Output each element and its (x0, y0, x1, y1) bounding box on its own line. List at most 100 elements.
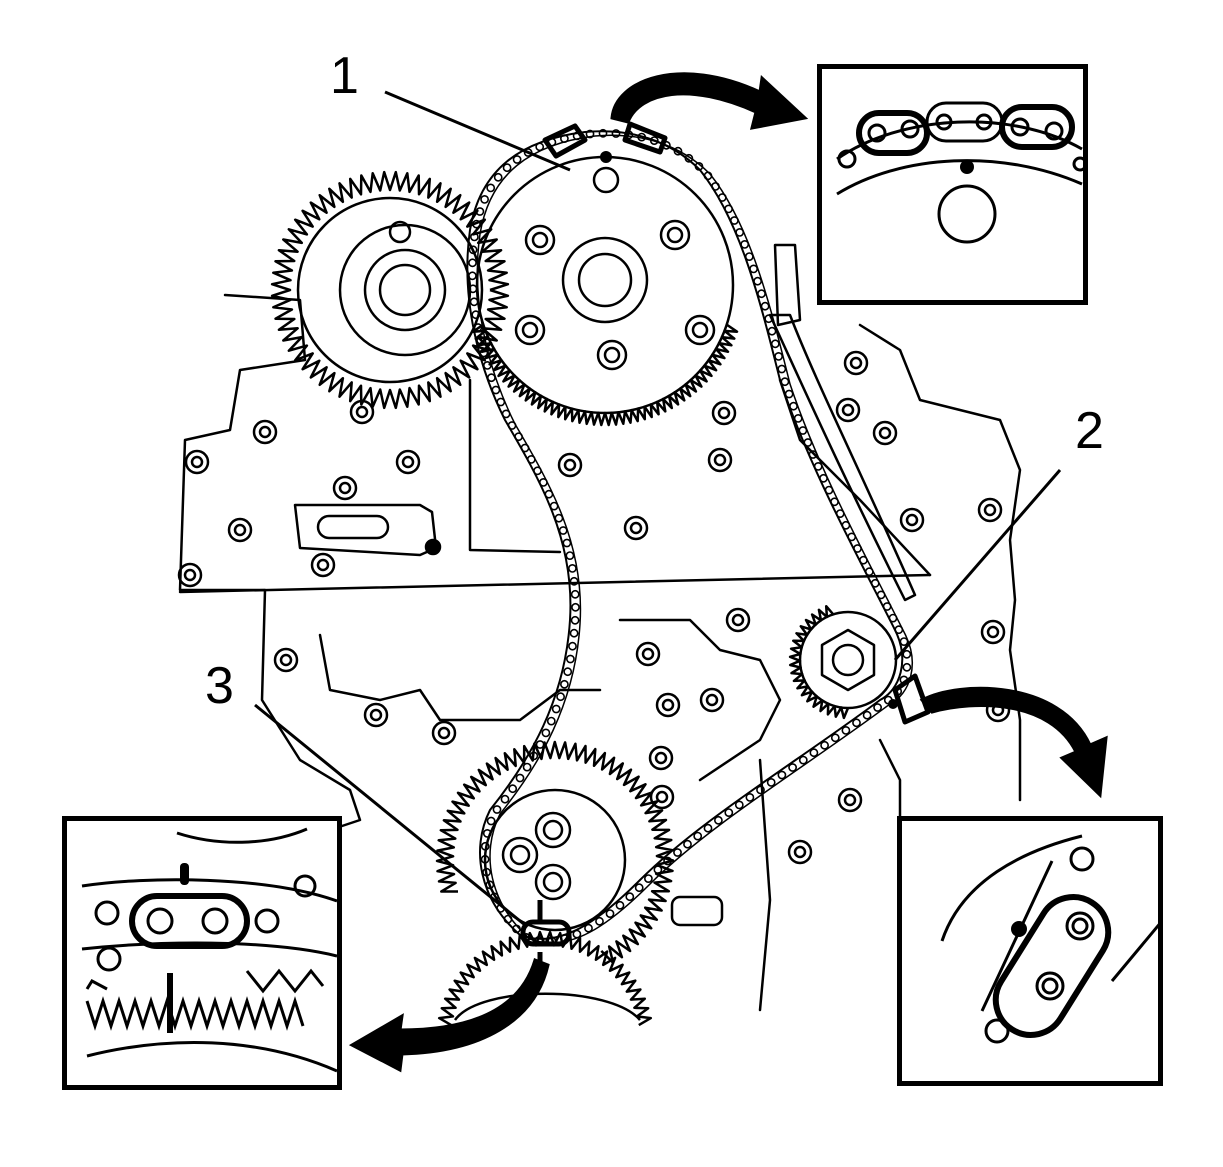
block-bolt-15 (648, 745, 674, 771)
inset1-timing-dot (960, 160, 974, 174)
block-bolt-center-22 (986, 625, 1000, 639)
block-bolt-2 (227, 517, 253, 543)
block-bolt-center-1 (190, 455, 204, 469)
chain-link-pin (482, 829, 492, 838)
block-bolt-21 (977, 497, 1003, 523)
chain-link-pin (683, 839, 692, 849)
chain-link-pin (546, 716, 556, 726)
chain-link-pin (492, 805, 502, 814)
chain-link-pin (653, 865, 663, 875)
block-bolt-center-11 (731, 613, 745, 627)
chain-link-pin (472, 219, 481, 229)
inset1-marked-link-left (856, 110, 930, 156)
cam-bolt-5 (684, 314, 716, 346)
chain-link-pin (820, 740, 829, 750)
chain-link-pin (899, 637, 909, 646)
block-bolt-center-13 (661, 698, 675, 712)
block-bolt-center-5 (355, 405, 369, 419)
chain-link-pin (835, 509, 845, 518)
chain-link-pin (841, 520, 851, 530)
chain-link-pin (551, 704, 561, 714)
block-bolt-10 (623, 515, 649, 541)
chain-link-pin (569, 628, 579, 638)
chain-link-pin (526, 454, 536, 464)
engine-block-outline (178, 293, 362, 832)
block-bolt-center-21 (983, 503, 997, 517)
block-bolt-center-15 (654, 751, 668, 765)
lower-housing (318, 618, 782, 782)
block-bolt-9 (557, 452, 583, 478)
chain-link-pin (502, 163, 512, 173)
left-gear-hub (363, 248, 447, 332)
block-bolt-center-14 (705, 693, 719, 707)
curved-arrow-down-icon (919, 686, 1108, 799)
chain-link-pin (780, 377, 790, 387)
chain-link-pin (859, 555, 868, 565)
block-bolt-19 (872, 420, 898, 446)
block-parting-line (178, 573, 932, 594)
block-bolt-center-26 (655, 790, 669, 804)
chain-link-pin (535, 142, 545, 152)
curved-arrow-right-icon (610, 72, 809, 130)
cam-timing-dot (600, 151, 612, 163)
block-bolt-center-2 (233, 523, 247, 537)
left-gear-teeth (270, 170, 510, 410)
chain-link-pin (694, 161, 704, 171)
chain-link-pin (788, 763, 797, 772)
block-bolt-center-27 (843, 793, 857, 807)
chain-link-pin (789, 401, 798, 411)
chain-link-pin (774, 351, 783, 361)
block-bolt-1 (184, 449, 210, 475)
chain-link-pin (703, 823, 713, 833)
chain-link-pin (625, 892, 635, 902)
chain-link-pin (902, 662, 912, 672)
chain-link-pin (870, 578, 880, 588)
chain-link-pin (749, 264, 758, 274)
block-bolt-26 (649, 784, 675, 810)
cam-bolt-center-4 (521, 321, 539, 339)
inset3-lower-mark (167, 973, 173, 1033)
inset3-gear-teeth-back (85, 968, 325, 994)
callout-3: 3 (205, 657, 234, 715)
chain-link-pin (809, 748, 819, 758)
camshaft-sprocket (471, 155, 739, 427)
chain-outer-edge (466, 130, 904, 940)
chain-link-pin (568, 564, 577, 573)
chain-link-pin (824, 485, 834, 495)
chain-link-pin (535, 740, 545, 749)
chain-link-pin (703, 171, 713, 181)
crank-gear-teeth (435, 740, 675, 964)
chain-link-pin (570, 615, 580, 625)
right-sprocket-rim (798, 610, 898, 710)
detail-inset-crank-mark (62, 816, 342, 1090)
chain-link-pin (558, 526, 568, 535)
chain-link-pin (482, 867, 491, 877)
chain-link-pin (735, 227, 745, 237)
chain-link-pin (493, 172, 503, 182)
inset3-gear-teeth (85, 996, 305, 1031)
right-sprocket-nut (820, 628, 876, 692)
chain-link-pin (491, 385, 501, 395)
chain-link-pin (830, 733, 840, 743)
block-bolt-center-3 (183, 568, 197, 582)
chain-link-pin (757, 289, 766, 299)
chain-link-pin (830, 497, 839, 507)
inset1-marked-link-right (999, 104, 1075, 150)
chain-link-pin (876, 590, 886, 600)
chain-link-pin (560, 679, 569, 689)
guide-bracket-top (773, 243, 802, 327)
detail-inset-right-mark (897, 816, 1163, 1086)
detail-inset-cam-mark (817, 64, 1088, 305)
chain-link-pin (533, 466, 542, 476)
chain-link-pin (469, 297, 479, 307)
chain-link-pin (486, 373, 496, 383)
block-bolt-6 (332, 475, 358, 501)
chain-link-pin (724, 808, 734, 817)
marked-link-bottom (520, 919, 572, 947)
inset3-top-arc (176, 827, 308, 844)
chain-link-pin (864, 567, 874, 577)
cam-sprocket-rim (475, 155, 735, 415)
chain-link-pin (611, 129, 621, 138)
chain-link-pin (507, 421, 517, 430)
